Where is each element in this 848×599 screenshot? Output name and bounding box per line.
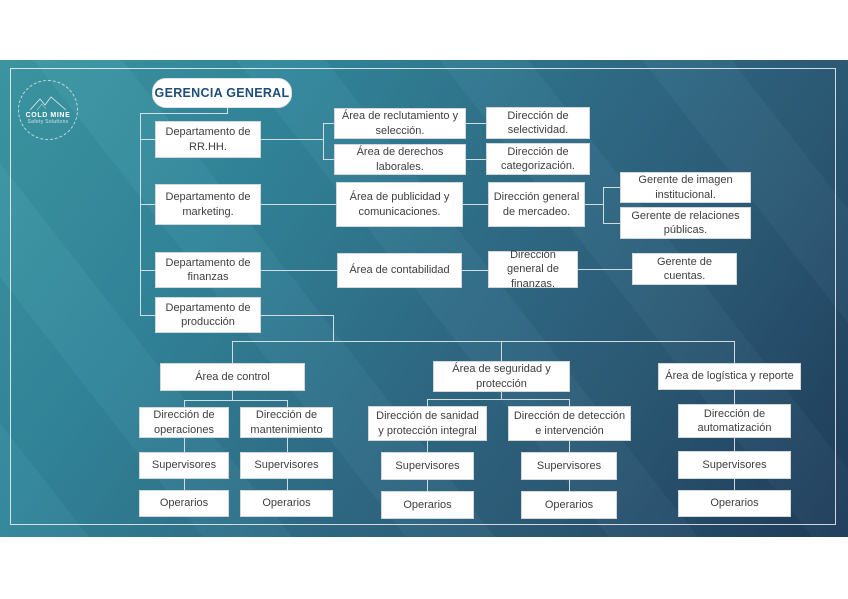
node-area-publicidad: Área de publicidad y comunicaciones. xyxy=(336,182,463,227)
node-operarios-sanidad: Operarios xyxy=(381,491,474,519)
connector-line xyxy=(232,341,233,363)
connector-line xyxy=(261,315,333,316)
node-direccion-sanidad: Dirección de sanidad y protección integr… xyxy=(368,406,487,441)
connector-line xyxy=(734,390,735,404)
connector-line xyxy=(603,187,620,188)
connector-line xyxy=(261,204,336,205)
node-direccion-mantenimiento: Dirección de mantenimiento xyxy=(240,407,333,438)
connector-line xyxy=(427,399,428,406)
connector-line xyxy=(323,123,324,160)
node-supervisores-automatizacion: Supervisores xyxy=(678,451,791,479)
node-departamento-marketing: Departamento de marketing. xyxy=(155,184,261,225)
node-operarios-automatizacion: Operarios xyxy=(678,490,791,517)
node-area-seguridad: Área de seguridad y protección xyxy=(433,361,570,392)
node-direccion-deteccion: Dirección de detección e intervención xyxy=(508,406,631,441)
connector-line xyxy=(287,400,288,407)
node-departamento-rrhh: Departamento de RR.HH. xyxy=(155,121,261,158)
node-area-reclutamiento: Área de reclutamiento y selección. xyxy=(334,108,466,139)
connector-line xyxy=(227,107,228,113)
connector-line xyxy=(184,400,185,407)
connector-line xyxy=(140,139,156,140)
node-area-control: Área de control xyxy=(160,363,305,391)
connector-line xyxy=(466,159,486,160)
node-gerencia-general: GERENCIA GENERAL xyxy=(152,78,292,108)
connector-line xyxy=(323,159,334,160)
logo-brand-name: COLD MINE xyxy=(25,111,71,119)
node-direccion-operaciones: Dirección de operaciones xyxy=(139,407,229,438)
node-operarios-mantenimiento: Operarios xyxy=(240,490,333,517)
connector-line xyxy=(734,479,735,490)
connector-line xyxy=(427,480,428,491)
connector-line xyxy=(140,113,141,315)
connector-line xyxy=(140,113,228,114)
connector-line xyxy=(569,480,570,491)
connector-line xyxy=(287,479,288,490)
connector-line xyxy=(603,187,604,223)
node-operarios-operaciones: Operarios xyxy=(139,490,229,517)
connector-line xyxy=(501,341,502,361)
node-direccion-selectividad: Dirección de selectividad. xyxy=(486,107,590,139)
node-gerente-cuentas: Gerente de cuentas. xyxy=(632,253,737,285)
node-supervisores-sanidad: Supervisores xyxy=(381,452,474,480)
connector-line xyxy=(232,341,734,342)
connector-line xyxy=(333,315,334,341)
connector-line xyxy=(585,204,603,205)
connector-line xyxy=(232,391,233,400)
connector-line xyxy=(140,270,156,271)
connector-line xyxy=(261,270,337,271)
node-supervisores-mantenimiento: Supervisores xyxy=(240,452,333,479)
connector-line xyxy=(734,341,735,363)
node-direccion-automatizacion: Dirección de automatización xyxy=(678,404,791,438)
connector-line xyxy=(463,204,488,205)
node-gerente-relaciones: Gerente de relaciones públicas. xyxy=(620,207,751,239)
node-direccion-finanzas: Dirección general de finanzas. xyxy=(488,249,578,290)
connector-line xyxy=(466,123,486,124)
node-departamento-produccion: Departamento de producción xyxy=(155,297,261,333)
connector-line xyxy=(734,438,735,451)
connector-line xyxy=(569,399,570,406)
connector-line xyxy=(140,315,156,316)
node-operarios-deteccion: Operarios xyxy=(521,491,617,519)
connector-line xyxy=(462,270,488,271)
connector-line xyxy=(427,399,569,400)
node-area-logistica: Área de logística y reporte xyxy=(658,363,801,390)
connector-line xyxy=(603,223,620,224)
node-direccion-mercadeo: Dirección general de mercadeo. xyxy=(488,182,585,227)
node-area-derechos: Área de derechos laborales. xyxy=(334,144,466,175)
node-area-contabilidad: Área de contabilidad xyxy=(337,253,462,288)
connector-line xyxy=(184,438,185,452)
connector-line xyxy=(323,123,334,124)
connector-line xyxy=(184,479,185,490)
connector-line xyxy=(140,204,156,205)
company-logo: COLD MINE Safety Solutions xyxy=(18,80,78,140)
node-supervisores-deteccion: Supervisores xyxy=(521,452,617,480)
mountains-icon xyxy=(29,95,67,110)
node-departamento-finanzas: Departamento de finanzas xyxy=(155,252,261,288)
node-direccion-categorizacion: Dirección de categorización. xyxy=(486,143,590,175)
connector-line xyxy=(184,400,287,401)
node-gerente-imagen: Gerente de imagen institucional. xyxy=(620,172,751,203)
connector-line xyxy=(578,269,632,270)
connector-line xyxy=(287,438,288,452)
canvas-inner-border xyxy=(10,68,836,525)
connector-line xyxy=(427,441,428,452)
connector-line xyxy=(501,392,502,399)
connector-line xyxy=(261,139,323,140)
logo-tagline: Safety Solutions xyxy=(27,118,69,125)
connector-line xyxy=(569,441,570,452)
node-supervisores-operaciones: Supervisores xyxy=(139,452,229,479)
